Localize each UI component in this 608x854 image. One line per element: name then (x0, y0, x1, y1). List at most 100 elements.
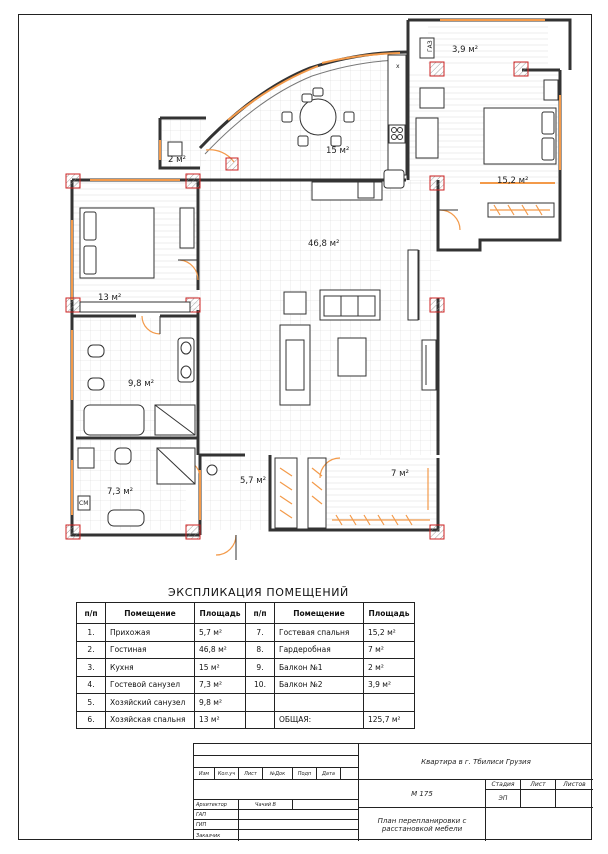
door-leaves (159, 209, 458, 560)
row-room-2: Балкон №1 (274, 658, 364, 677)
windows (71, 19, 561, 520)
row-area: 5,7 м² (194, 623, 246, 642)
row-area: 7,3 м² (194, 675, 246, 694)
kitchen-sink (383, 169, 405, 189)
curved-facade-inner (204, 59, 407, 155)
row-no: 2. (76, 640, 106, 659)
curved-window-1 (227, 65, 319, 121)
curved-window-2 (321, 52, 401, 64)
stage-label: Стадия (486, 780, 521, 790)
hallway-closet (274, 457, 327, 529)
project-code: М 175 (359, 780, 486, 808)
kitchen-furniture (167, 54, 407, 201)
row-area-2: 125,7 м² (363, 710, 415, 729)
hood-label: х (396, 63, 400, 70)
guest-wardrobe (487, 202, 555, 218)
bidet (87, 377, 105, 391)
row-area: 13 м² (194, 710, 246, 729)
room-label-hallway: 5,7 м² (240, 476, 266, 486)
row-area: 9,8 м² (194, 693, 246, 712)
dining-table (299, 98, 337, 136)
bathtub (83, 404, 145, 436)
row-area-2: 3,9 м² (363, 675, 415, 694)
header-no-2: п/п (245, 602, 275, 624)
toilet (87, 344, 105, 358)
architect-name: Чачий В (239, 800, 293, 810)
col-list: Лист (239, 768, 263, 780)
col-podp: Подп (293, 768, 317, 780)
explication-title: ЭКСПЛИКАЦИЯ ПОМЕЩЕНИЙ (168, 586, 349, 599)
role-client: Заказчик (194, 830, 239, 841)
guest-armchair (419, 87, 445, 109)
room-label-balcony-2: 3,9 м² (452, 45, 478, 55)
col-kolich: Кол.уч (215, 768, 239, 780)
row-no-2 (245, 693, 275, 712)
room-labels: 46,8 м² 15 м² 15,2 м² 3,9 м² 2 м² 13 м² … (98, 45, 528, 497)
sheet-label: Лист (521, 780, 556, 790)
hob (388, 124, 406, 144)
row-no-2: 8. (245, 640, 275, 659)
title-block: Изм Кол.уч Лист №Док Подп Дата Архитекто… (193, 743, 593, 841)
washer-label: СМ (79, 500, 88, 507)
role-gip: ГИП (194, 820, 239, 830)
row-room: Хозяйская спальня (105, 710, 195, 729)
row-area-2: 15,2 м² (363, 623, 415, 642)
washer-kitchen (357, 181, 375, 199)
gas-label: ГАЗ (427, 40, 434, 52)
row-room: Гостиная (105, 640, 195, 659)
hallway-basin (206, 464, 218, 476)
row-no-2: 7. (245, 623, 275, 642)
tv-console (179, 207, 195, 249)
row-room-2: Гостевая спальня (274, 623, 364, 642)
guest-bedroom-furniture (415, 37, 559, 165)
guest-sink (107, 509, 145, 527)
room-label-kitchen: 15 м² (326, 146, 349, 156)
col-data: Дата (317, 768, 341, 780)
gas-boiler (419, 37, 435, 59)
header-room-2: Помещение (274, 602, 364, 624)
row-room-2: ОБЩАЯ: (274, 710, 364, 729)
row-room-2: Гардеробная (274, 640, 364, 659)
kitchen-counter (387, 54, 407, 176)
row-no: 3. (76, 658, 106, 677)
guest-bath-fixtures (77, 447, 196, 527)
room-label-master-bath: 9,8 м² (128, 379, 154, 389)
role-architect: Архитектор (194, 800, 239, 810)
row-area-2 (363, 693, 415, 712)
explication-table: п/п Помещение Площадь п/п Помещение Площ… (76, 602, 415, 729)
header-area-1: Площадь (194, 602, 246, 624)
row-no-2 (245, 710, 275, 729)
row-room: Гостевой санузел (105, 675, 195, 694)
row-no: 4. (76, 675, 106, 694)
washing-machine (77, 495, 91, 511)
col-izm: Изм (194, 768, 215, 780)
row-no: 5. (76, 693, 106, 712)
explication-header-row: п/п Помещение Площадь п/п Помещение Площ… (76, 602, 415, 624)
tv-stand (421, 339, 437, 391)
wardrobe-rails (279, 204, 550, 526)
room-label-wardrobe: 7 м² (391, 469, 409, 479)
row-room-2: Балкон №2 (274, 675, 364, 694)
coffee-table (337, 337, 367, 377)
row-no: 6. (76, 710, 106, 729)
living-furniture (279, 249, 437, 406)
header-area-2: Площадь (363, 602, 415, 624)
desk (415, 117, 439, 159)
row-area: 46,8 м² (194, 640, 246, 659)
header-room-1: Помещение (105, 602, 195, 624)
row-no-2: 9. (245, 658, 275, 677)
washer-box (77, 447, 95, 469)
row-area: 15 м² (194, 658, 246, 677)
armchair (283, 291, 307, 315)
room-label-living: 46,8 м² (308, 239, 339, 249)
room-label-guest-bath: 7,3 м² (107, 487, 133, 497)
columns (65, 61, 529, 540)
master-bath-fixtures (83, 337, 196, 436)
